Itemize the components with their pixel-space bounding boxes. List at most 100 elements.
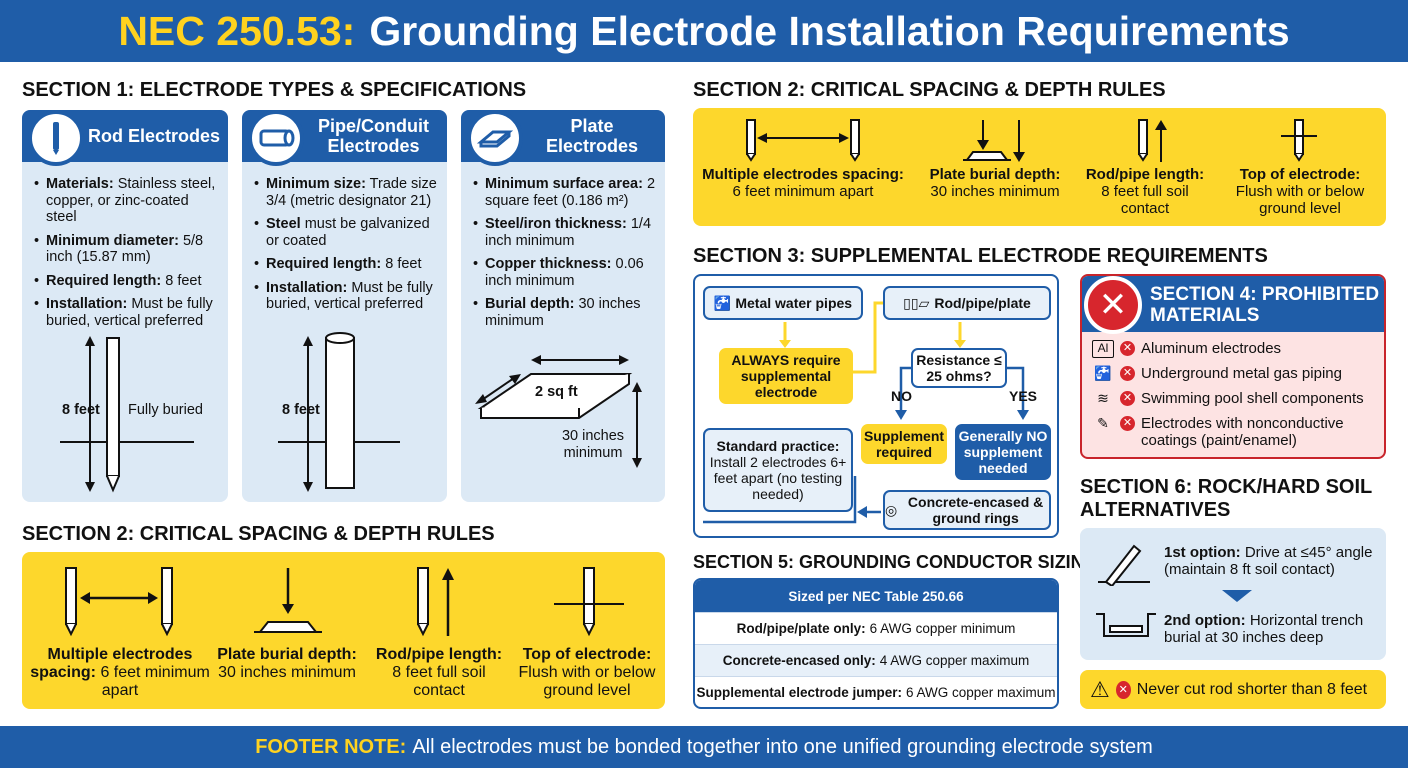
flush-top-icon bbox=[554, 567, 624, 637]
no-supplement-node: Generally NO supplement needed bbox=[955, 424, 1051, 480]
pool-icon: ≋ bbox=[1097, 390, 1109, 406]
plate-electrodes-card: Plate Electrodes Minimum surface area: 2… bbox=[461, 110, 665, 502]
section5-title: SECTION 5: GROUNDING CONDUCTOR SIZING bbox=[693, 552, 1098, 572]
conductor-sizing-table: Sized per NEC Table 250.66 Rod/pipe/plat… bbox=[693, 578, 1059, 709]
gas-pipe-icon: 🚰 bbox=[1094, 365, 1112, 381]
prohibited-item: Al ✕Aluminum electrodes bbox=[1092, 340, 1378, 358]
table-header: Sized per NEC Table 250.66 bbox=[695, 580, 1057, 612]
spacing-rule: Multiple electrodes spacing: 6 feet mini… bbox=[30, 646, 210, 699]
rod-icon bbox=[28, 110, 84, 166]
x-icon: ✕ bbox=[1120, 416, 1135, 431]
prohibited-x-icon: ✕ bbox=[1084, 276, 1142, 334]
plate-depth-label: 30 inches minimum bbox=[561, 428, 625, 461]
x-icon: ✕ bbox=[1120, 391, 1135, 406]
faucet-icon: 🚰 bbox=[713, 295, 732, 311]
table-row: Supplemental electrode jumper:6 AWG copp… bbox=[695, 676, 1057, 707]
section3-title: SECTION 3: SUPPLEMENTAL ELECTRODE REQUIR… bbox=[693, 245, 1268, 267]
x-icon: ✕ bbox=[1115, 680, 1131, 699]
plate-area-label: 2 sq ft bbox=[535, 384, 578, 400]
footer-text: All electrodes must be bonded together i… bbox=[412, 735, 1153, 758]
plate-depth-icon bbox=[254, 568, 322, 633]
angled-rod-icon bbox=[1098, 544, 1150, 586]
prohibited-item: ✎ ✕Electrodes with nonconductive coating… bbox=[1092, 415, 1378, 449]
plate-diagram bbox=[475, 355, 642, 468]
option2-text: 2nd option: Horizontal trench burial at … bbox=[1164, 612, 1364, 646]
pipe-electrodes-card: Pipe/Conduit Electrodes Minimum size: Tr… bbox=[242, 110, 447, 502]
pipe-spec-list: Minimum size: Trade size 3/4 (metric des… bbox=[254, 176, 439, 320]
down-arrow-icon bbox=[1222, 590, 1252, 602]
yes-branch-label: YES bbox=[1009, 388, 1038, 404]
pipe-length-label: 8 feet bbox=[282, 402, 320, 418]
option1-text: 1st option: Drive at ≤45° angle (maintai… bbox=[1164, 544, 1373, 578]
card-title: Rod Electrodes bbox=[87, 126, 221, 146]
spacing-icon bbox=[746, 119, 860, 162]
section2-bottom-title: SECTION 2: CRITICAL SPACING & DEPTH RULE… bbox=[22, 523, 495, 545]
rod-plate-icon: ▯▯▱ bbox=[903, 295, 930, 311]
rod-length-rule: Rod/pipe length:8 feet full soil contact bbox=[375, 646, 503, 699]
pipe-icon bbox=[248, 110, 304, 166]
aluminum-icon: Al bbox=[1092, 340, 1114, 358]
page-title: Grounding Electrode Installation Require… bbox=[369, 7, 1290, 54]
plate-depth-rule: Plate burial depth:30 inches minimum bbox=[217, 646, 357, 681]
paint-pen-icon: ✎ bbox=[1097, 415, 1109, 431]
rod-length-label: 8 feet bbox=[62, 402, 100, 418]
card-title: Pipe/Conduit Electrodes bbox=[318, 116, 429, 156]
rod-note: Fully buried bbox=[128, 402, 203, 418]
prohibited-list: Al ✕Aluminum electrodes 🚰 ✕Underground m… bbox=[1092, 340, 1378, 456]
rock-alternatives-panel: 1st option: Drive at ≤45° angle (maintai… bbox=[1080, 528, 1386, 660]
banner-code: NEC 250.53: bbox=[118, 7, 356, 54]
spec-item: Minimum surface area: 2 square feet (0.1… bbox=[473, 176, 657, 209]
plate-icon bbox=[467, 110, 523, 166]
plate-spec-list: Minimum surface area: 2 square feet (0.1… bbox=[473, 176, 657, 336]
footer-note: FOOTER NOTE: All electrodes must be bond… bbox=[0, 726, 1408, 768]
prohibited-item: ≋ ✕Swimming pool shell components bbox=[1092, 390, 1378, 408]
flush-top-rule: Top of electrode:Flush with or below gro… bbox=[1235, 166, 1365, 217]
spec-item: Required length: 8 feet bbox=[34, 273, 220, 290]
table-row: Concrete-encased only:4 AWG copper maxim… bbox=[695, 644, 1057, 676]
rod-length-icon bbox=[417, 567, 454, 637]
card-title: Plate Electrodes bbox=[545, 116, 639, 156]
warning-text: Never cut rod shorter than 8 feet bbox=[1136, 680, 1368, 698]
x-icon: ✕ bbox=[1120, 341, 1135, 356]
section1-title: SECTION 1: ELECTRODE TYPES & SPECIFICATI… bbox=[22, 79, 527, 101]
spec-item: Steel/iron thickness: 1/4 inch minimum bbox=[473, 216, 657, 249]
spec-item: Minimum size: Trade size 3/4 (metric des… bbox=[254, 176, 439, 209]
flush-top-rule: Top of electrode:Flush with or below gro… bbox=[518, 646, 656, 699]
spacing-rules-top-panel: Multiple electrodes spacing:6 feet minim… bbox=[693, 108, 1386, 226]
x-icon: ✕ bbox=[1120, 366, 1135, 381]
footer-label: FOOTER NOTE: bbox=[255, 735, 407, 758]
rod-diagram bbox=[60, 336, 194, 493]
spacing-rules-bottom-panel: Multiple electrodes spacing: 6 feet mini… bbox=[22, 552, 665, 709]
table-row: Rod/pipe/plate only:6 AWG copper minimum bbox=[695, 612, 1057, 644]
section6-title: SECTION 6: ROCK/HARD SOIL ALTERNATIVES bbox=[1080, 476, 1372, 521]
resistance-decision-node: Resistance ≤ 25 ohms? bbox=[911, 348, 1007, 388]
spec-item: Minimum diameter: 5/8 inch (15.87 mm) bbox=[34, 233, 220, 266]
always-supplement-node: ALWAYS require supplemental electrode bbox=[719, 348, 853, 404]
trench-icon bbox=[1096, 613, 1156, 637]
pipe-diagram bbox=[278, 332, 400, 492]
supplement-required-node: Supplement required bbox=[861, 424, 947, 464]
spacing-rule: Multiple electrodes spacing:6 feet minim… bbox=[702, 166, 904, 200]
no-branch-label: NO bbox=[891, 388, 912, 404]
standard-practice-node: Standard practice:Install 2 electrodes 6… bbox=[703, 428, 853, 512]
supplemental-flowchart: 🚰Metal water pipes ALWAYS require supple… bbox=[693, 274, 1059, 538]
concrete-encased-node: ◎Concrete-encased & ground rings bbox=[883, 490, 1051, 530]
flush-top-icon bbox=[1281, 119, 1317, 162]
rod-length-rule: Rod/pipe length:8 feet full soil contact bbox=[1085, 166, 1205, 217]
page-banner: NEC 250.53: Grounding Electrode Installa… bbox=[0, 0, 1408, 62]
spec-item: Steel must be galvanized or coated bbox=[254, 216, 439, 249]
rod-pipe-plate-node: ▯▯▱Rod/pipe/plate bbox=[883, 286, 1051, 320]
section2-top-title: SECTION 2: CRITICAL SPACING & DEPTH RULE… bbox=[693, 79, 1166, 101]
metal-water-pipes-node: 🚰Metal water pipes bbox=[703, 286, 863, 320]
rod-spec-list: Materials: Stainless steel, copper, or z… bbox=[34, 176, 220, 336]
plate-depth-icon bbox=[963, 120, 1025, 162]
flow-connectors bbox=[703, 301, 1029, 524]
spec-item: Burial depth: 30 inches minimum bbox=[473, 296, 657, 329]
section4-title: SECTION 4: PROHIBITED MATERIALS bbox=[1150, 284, 1380, 326]
prohibited-materials-panel: ✕ SECTION 4: PROHIBITED MATERIALS Al ✕Al… bbox=[1080, 274, 1386, 459]
plate-depth-rule: Plate burial depth:30 inches minimum bbox=[929, 166, 1061, 200]
warning-icon: ⚠ bbox=[1090, 676, 1110, 702]
spec-item: Installation: Must be fully buried, vert… bbox=[254, 280, 439, 313]
spec-item: Required length: 8 feet bbox=[254, 256, 439, 273]
spacing-icon bbox=[65, 567, 173, 637]
